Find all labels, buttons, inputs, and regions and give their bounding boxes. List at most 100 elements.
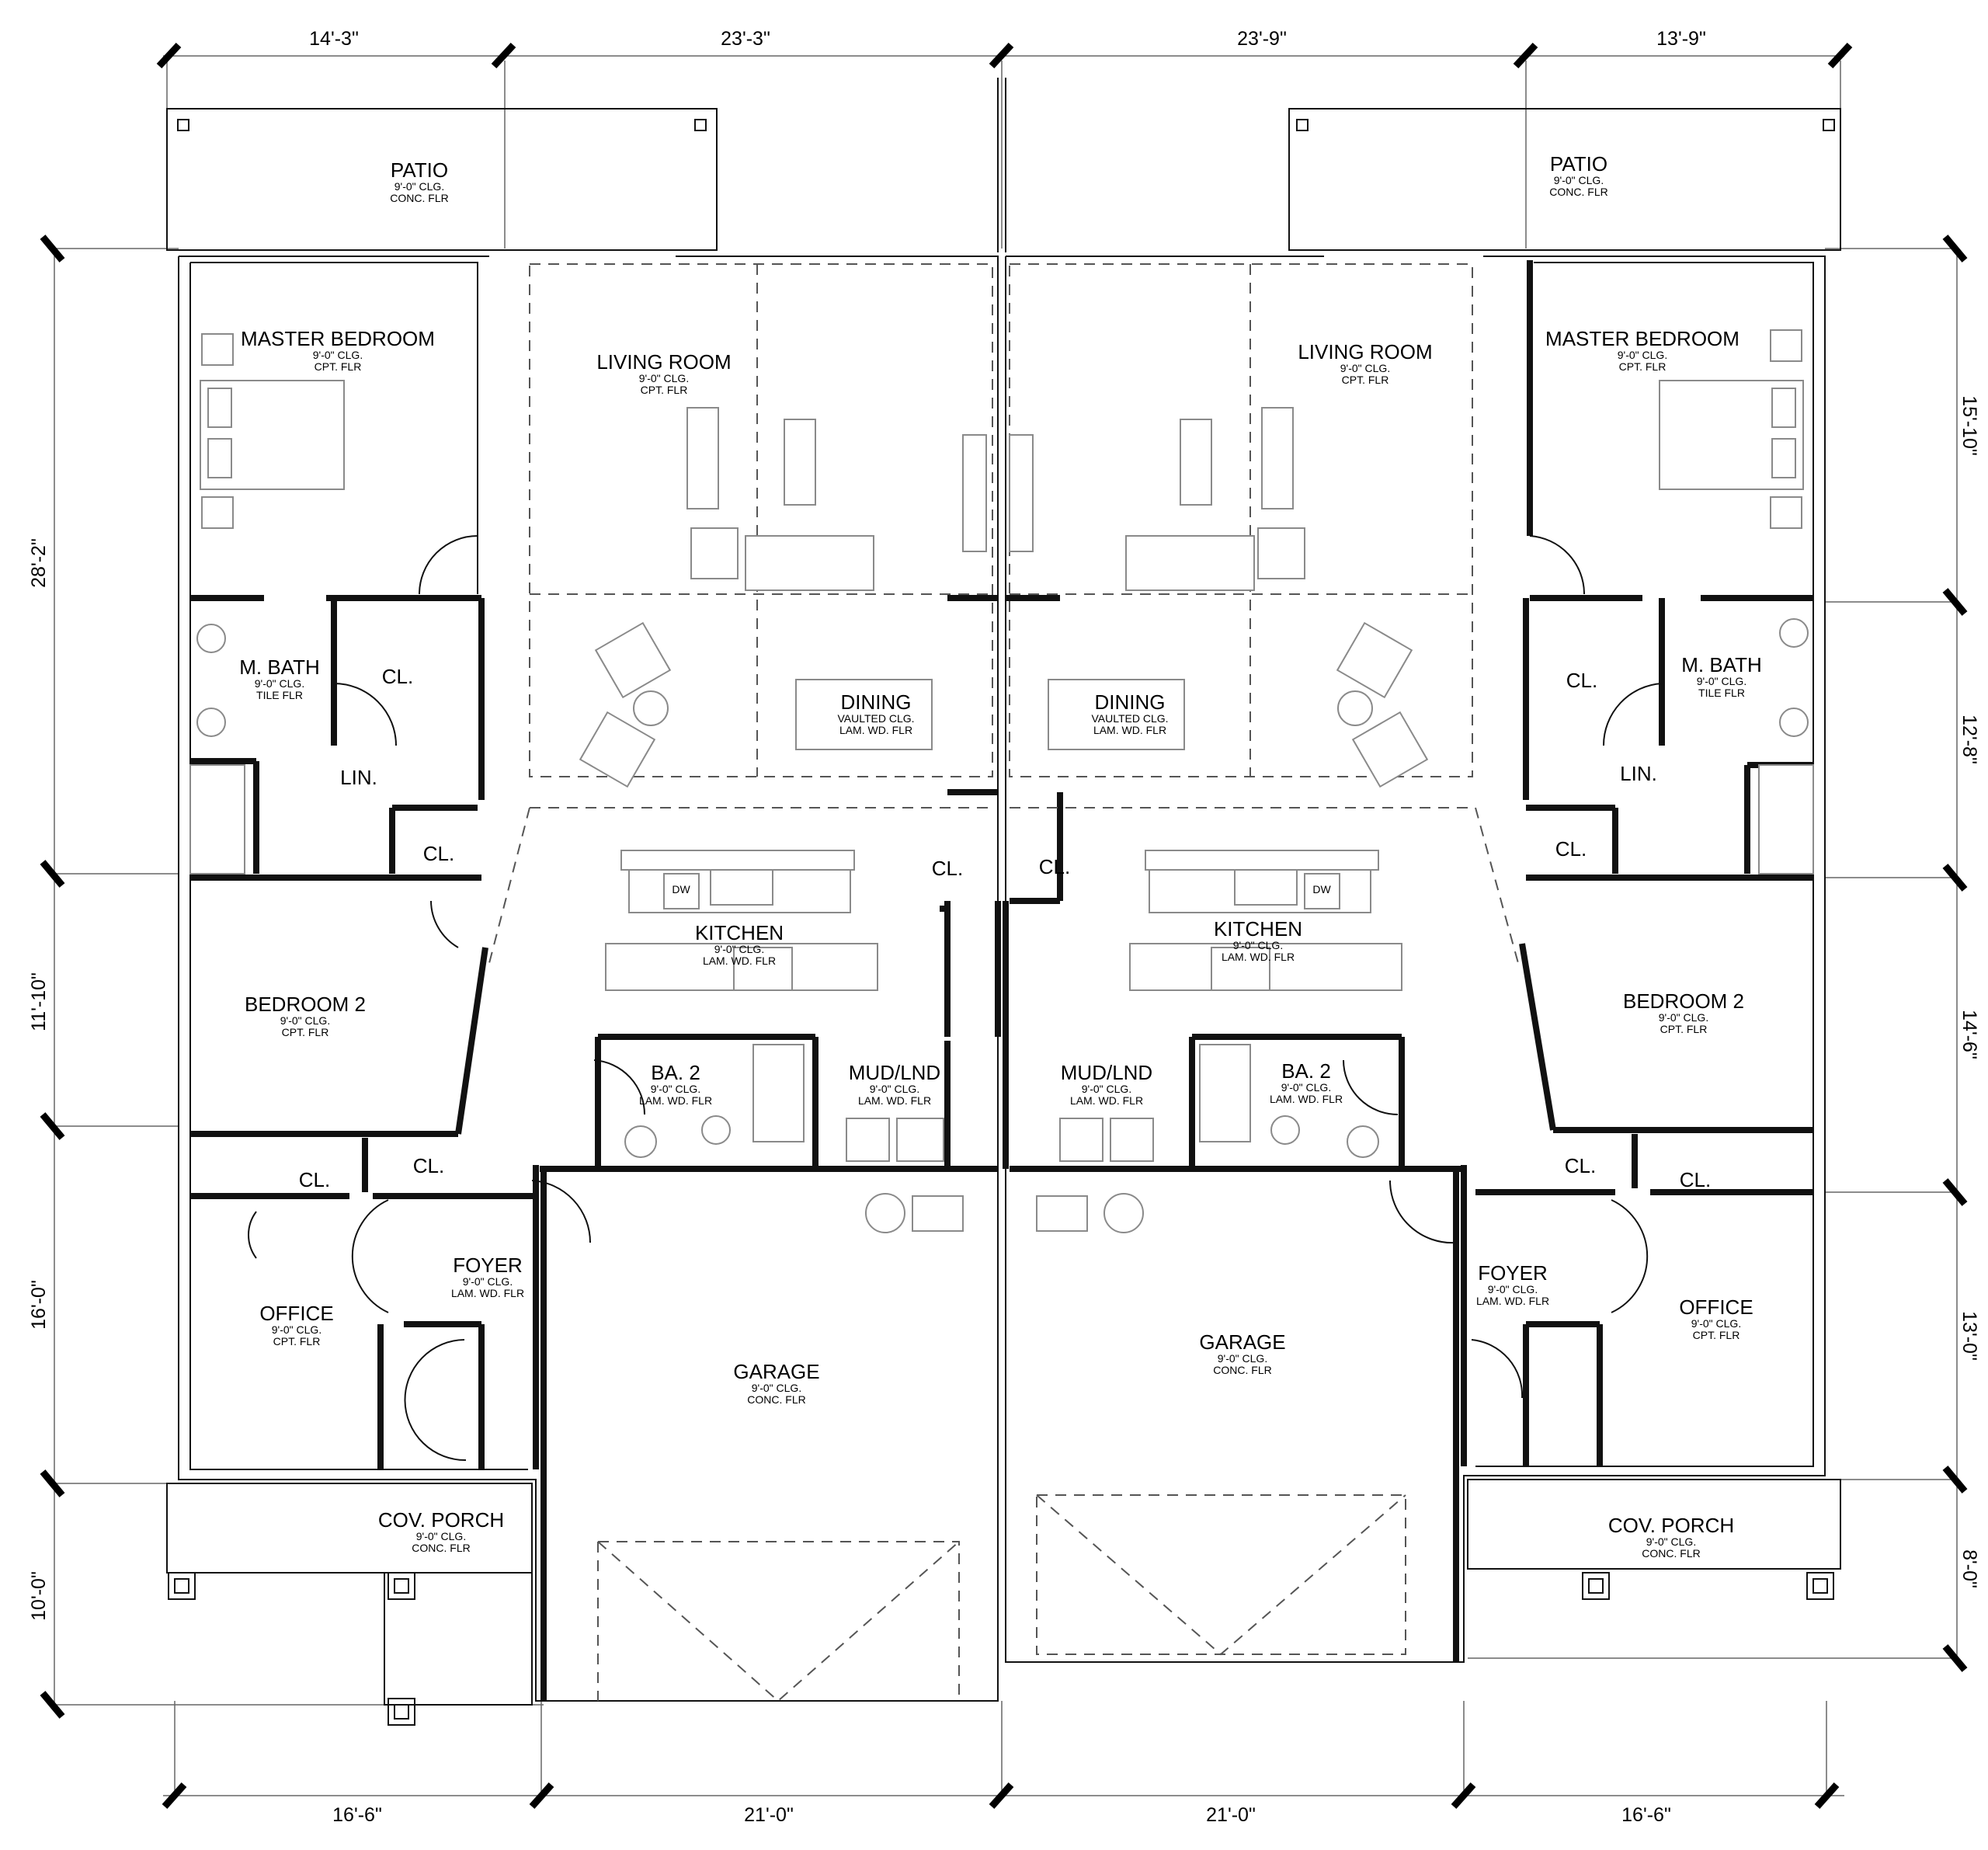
furniture: [189, 329, 1814, 1233]
office-right: OFFICE 9'-0" CLG. CPT. FLR: [1679, 1295, 1753, 1341]
bedroom-2-right-name: BEDROOM 2: [1623, 989, 1744, 1013]
m-bath-right-name: M. BATH: [1681, 653, 1762, 676]
master-bedroom-left-name: MASTER BEDROOM: [241, 327, 435, 350]
office-left: OFFICE 9'-0" CLG. CPT. FLR: [259, 1302, 333, 1348]
master-bedroom-right-clg: 9'-0" CLG.: [1618, 349, 1667, 361]
garage-right-name: GARAGE: [1199, 1330, 1285, 1354]
kitchen-left-clg: 9'-0" CLG.: [714, 943, 764, 955]
linen-left: LIN.: [340, 766, 377, 789]
linen-right: LIN.: [1620, 762, 1657, 785]
interior-walls-right: [1003, 260, 1813, 1662]
closet-left-hall: CL.: [423, 842, 454, 865]
ba-2-right-clg: 9'-0" CLG.: [1281, 1081, 1331, 1094]
closet-right-foyer: CL.: [1565, 1154, 1596, 1177]
master-bedroom-left: MASTER BEDROOM 9'-0" CLG. CPT. FLR: [241, 327, 435, 373]
bedroom-2-left-name: BEDROOM 2: [245, 993, 366, 1016]
living-room-left-name: LIVING ROOM: [596, 350, 731, 374]
dim-bottom-4: 16'-6": [1621, 1804, 1671, 1826]
dim-left-4: 10'-0": [28, 1571, 50, 1621]
foyer-right: FOYER 9'-0" CLG. LAM. WD. FLR: [1476, 1261, 1549, 1307]
living-room-left: LIVING ROOM 9'-0" CLG. CPT. FLR: [596, 350, 731, 396]
cov-porch-left-clg: 9'-0" CLG.: [416, 1530, 466, 1542]
dining-left-clg: VAULTED CLG.: [837, 712, 914, 725]
foyer-left: FOYER 9'-0" CLG. LAM. WD. FLR: [451, 1254, 524, 1299]
dashed-ceiling-zones: [488, 263, 1519, 1702]
dining-right-clg: VAULTED CLG.: [1091, 712, 1168, 725]
garage-right-clg: 9'-0" CLG.: [1218, 1352, 1267, 1365]
garage-left-flr: CONC. FLR: [747, 1393, 805, 1406]
patio-left-name: PATIO: [391, 158, 448, 182]
dim-right-1: 15'-10": [1958, 395, 1980, 456]
bedroom-2-right-clg: 9'-0" CLG.: [1659, 1011, 1708, 1024]
mud-lnd-right-name: MUD/LND: [1061, 1061, 1152, 1084]
kitchen-right-clg: 9'-0" CLG.: [1233, 939, 1283, 951]
bedroom-2-right: BEDROOM 2 9'-0" CLG. CPT. FLR: [1623, 989, 1744, 1035]
dim-bottom-2: 21'-0": [744, 1804, 794, 1826]
bedroom-2-right-flr: CPT. FLR: [1660, 1023, 1708, 1035]
closet-right-office: CL.: [1680, 1168, 1711, 1191]
m-bath-right: M. BATH 9'-0" CLG. TILE FLR: [1681, 653, 1762, 699]
cov-porch-right-name: COV. PORCH: [1608, 1514, 1734, 1537]
dining-right-flr: LAM. WD. FLR: [1093, 724, 1166, 736]
dim-left-2: 11'-10": [28, 972, 50, 1031]
living-room-right-name: LIVING ROOM: [1298, 340, 1432, 363]
dim-left-1: 28'-2": [28, 538, 50, 588]
ba-2-left-clg: 9'-0" CLG.: [651, 1083, 700, 1095]
dim-left-3: 16'-0": [28, 1280, 50, 1330]
patio-left-clg: 9'-0" CLG.: [394, 180, 444, 193]
m-bath-right-clg: 9'-0" CLG.: [1697, 675, 1746, 687]
patio-left: PATIO 9'-0" CLG. CONC. FLR: [390, 158, 448, 204]
master-bedroom-left-clg: 9'-0" CLG.: [313, 349, 363, 361]
m-bath-left-clg: 9'-0" CLG.: [255, 677, 304, 690]
living-room-right-flr: CPT. FLR: [1342, 374, 1389, 386]
foyer-left-name: FOYER: [453, 1254, 523, 1277]
dim-top-1: 14'-3": [309, 28, 359, 50]
office-left-clg: 9'-0" CLG.: [272, 1323, 321, 1336]
dim-top-2: 23'-3": [721, 28, 770, 50]
patio-right-name: PATIO: [1550, 152, 1607, 176]
dishwasher-label-right: DW: [1312, 883, 1331, 895]
foyer-right-flr: LAM. WD. FLR: [1476, 1295, 1549, 1307]
foyer-right-name: FOYER: [1478, 1261, 1548, 1285]
dining-left-flr: LAM. WD. FLR: [839, 724, 912, 736]
bedroom-2-left-clg: 9'-0" CLG.: [280, 1014, 330, 1027]
ba-2-left-flr: LAM. WD. FLR: [639, 1094, 712, 1107]
cov-porch-left-name: COV. PORCH: [378, 1508, 504, 1532]
closet-right-kitchen: CL.: [1039, 855, 1070, 878]
mud-lnd-left-clg: 9'-0" CLG.: [870, 1083, 919, 1095]
dim-top-3: 23'-9": [1237, 28, 1287, 50]
garage-left-name: GARAGE: [733, 1360, 819, 1383]
closet-right-hall: CL.: [1555, 837, 1587, 861]
closet-left-kitchen: CL.: [932, 857, 963, 880]
cov-porch-left: COV. PORCH 9'-0" CLG. CONC. FLR: [378, 1508, 504, 1554]
dim-right-5: 8'-0": [1958, 1549, 1980, 1588]
kitchen-right-name: KITCHEN: [1214, 917, 1302, 941]
patio-right-flr: CONC. FLR: [1549, 186, 1607, 198]
ba-2-right-flr: LAM. WD. FLR: [1270, 1093, 1343, 1105]
dishwasher-label-left: DW: [672, 883, 690, 895]
labels-left-unit: PATIO 9'-0" CLG. CONC. FLR MASTER BEDROO…: [239, 158, 963, 1554]
ba-2-right-name: BA. 2: [1281, 1059, 1331, 1083]
dining-right-name: DINING: [1095, 690, 1166, 714]
living-room-left-clg: 9'-0" CLG.: [639, 372, 689, 384]
living-room-right: LIVING ROOM 9'-0" CLG. CPT. FLR: [1298, 340, 1432, 386]
mud-lnd-right-flr: LAM. WD. FLR: [1070, 1094, 1143, 1107]
cov-porch-right-flr: CONC. FLR: [1642, 1547, 1700, 1560]
dimension-labels: 14'-3" 23'-3" 23'-9" 13'-9" 16'-6" 21'-0…: [28, 28, 1980, 1826]
m-bath-left-name: M. BATH: [239, 655, 320, 679]
master-bedroom-right-flr: CPT. FLR: [1619, 360, 1667, 373]
kitchen-right: KITCHEN 9'-0" CLG. LAM. WD. FLR: [1214, 917, 1302, 963]
cov-porch-right: COV. PORCH 9'-0" CLG. CONC. FLR: [1608, 1514, 1734, 1560]
bedroom-2-left: BEDROOM 2 9'-0" CLG. CPT. FLR: [245, 993, 366, 1038]
m-bath-left-flr: TILE FLR: [256, 689, 303, 701]
m-bath-left: M. BATH 9'-0" CLG. TILE FLR: [239, 655, 320, 701]
dim-right-3: 14'-6": [1958, 1010, 1980, 1059]
ba-2-right: BA. 2 9'-0" CLG. LAM. WD. FLR: [1270, 1059, 1343, 1105]
garage-right: GARAGE 9'-0" CLG. CONC. FLR: [1199, 1330, 1285, 1376]
patios: [166, 78, 1841, 252]
closet-left-foyer: CL.: [413, 1154, 444, 1177]
dim-right-2: 12'-8": [1958, 715, 1980, 764]
office-left-flr: CPT. FLR: [273, 1335, 321, 1348]
patio-left-flr: CONC. FLR: [390, 192, 448, 204]
